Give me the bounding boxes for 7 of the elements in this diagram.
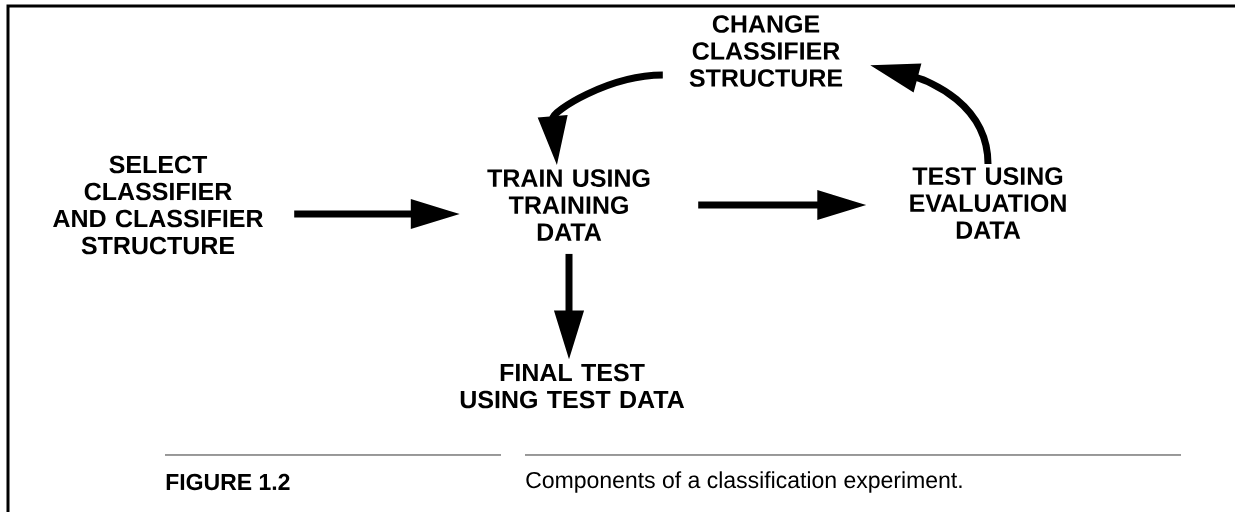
- step-label: SELECT CLASSIFIER AND CLASSIFIER STRUCTURE: [53, 155, 264, 255]
- step-label: TEST USING EVALUATION DATA: [910, 167, 1066, 239]
- figure-number: FIGURE 1.2: [166, 473, 290, 491]
- caption: Components of a classification experiment.: [526, 471, 962, 493]
- step-label: CHANGE CLASSIFIER STRUCTURE: [689, 15, 843, 87]
- step-label: FINAL TEST USING TEST DATA: [460, 363, 685, 409]
- step-label: TRAIN USING TRAINING DATA: [487, 169, 650, 241]
